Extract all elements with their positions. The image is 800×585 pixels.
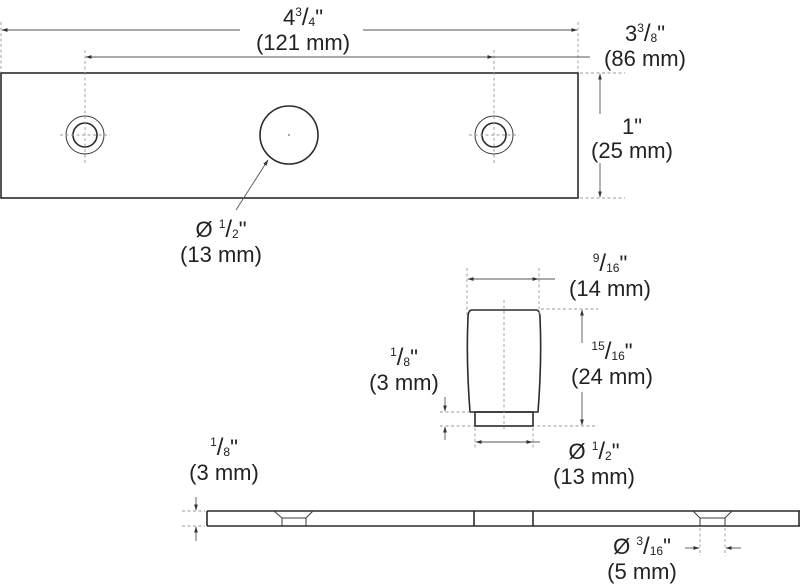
knob-width-label: 9/16" (14 mm) <box>569 250 651 301</box>
plate-height-dim <box>580 72 625 199</box>
plate-height-label: 1" (25 mm) <box>591 114 673 163</box>
overall-length-label: 43/4" (121 mm) <box>255 4 351 55</box>
screw-hole-diameter-label: Ø 3/16" (5 mm) <box>607 533 677 584</box>
knob-shoulder-label: 1/8" (3 mm) <box>369 344 439 395</box>
plate-side-profile <box>182 497 800 556</box>
plate-top-view <box>0 50 579 211</box>
center-hole <box>259 105 319 165</box>
overall-length-dim <box>0 22 579 72</box>
knob-side-view <box>440 268 598 448</box>
right-screw-hole <box>469 50 519 165</box>
knob-height-label: 15/16" (24 mm) <box>571 338 653 389</box>
plate-thickness-label: 1/8" (3 mm) <box>189 434 259 485</box>
hole-spacing-label: 33/8" (86 mm) <box>604 20 686 71</box>
knob-base-diameter-label: Ø 1/2" (13 mm) <box>553 438 635 489</box>
left-screw-hole <box>60 50 110 165</box>
center-hole-diameter-label: Ø 1/2" (13 mm) <box>180 216 262 267</box>
